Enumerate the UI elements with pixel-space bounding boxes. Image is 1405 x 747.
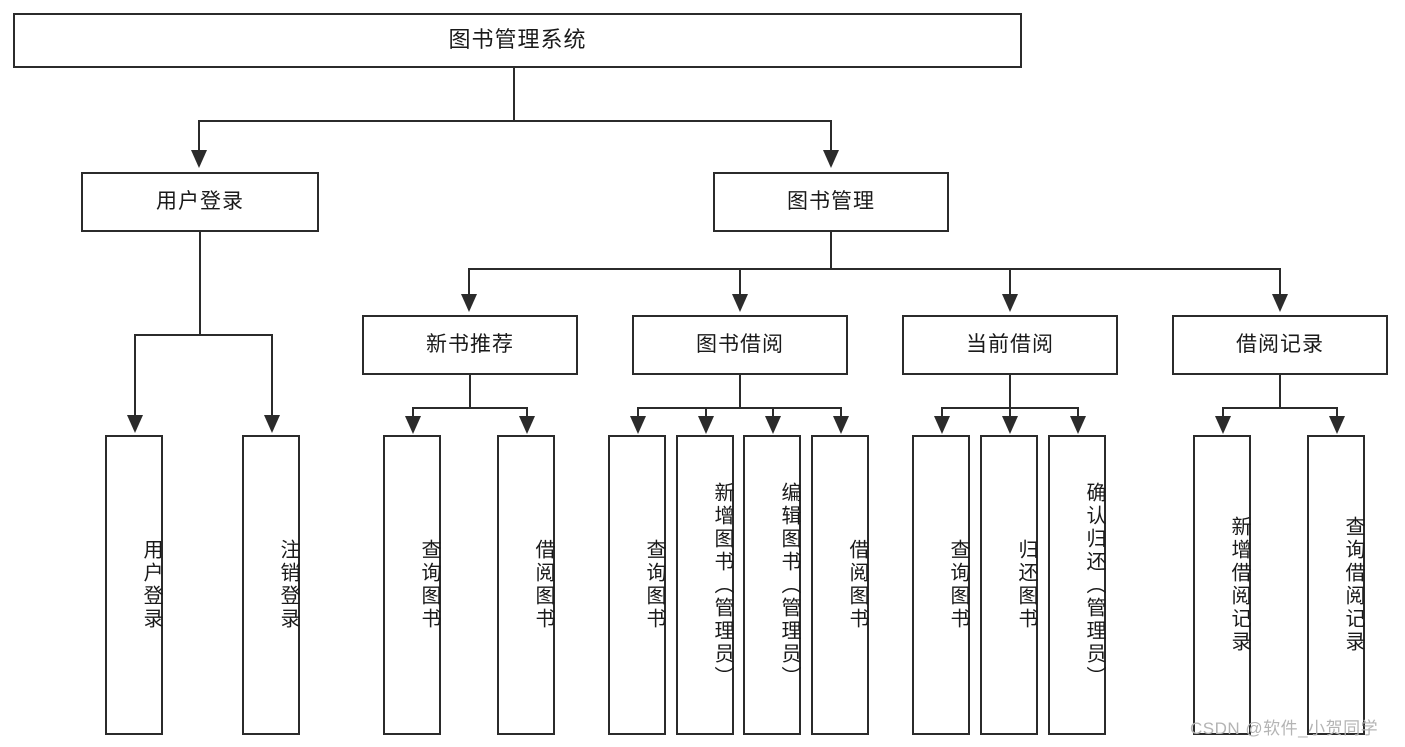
connector-login-stem xyxy=(199,232,201,335)
node-root-system[interactable]: 图书管理系统 xyxy=(13,13,1022,68)
arrow-bookmgmt-to-c3 xyxy=(1002,294,1018,312)
connector-root-to-bookmgmt xyxy=(830,120,832,150)
node-label: 注销登录 xyxy=(277,539,299,631)
connector-bookmgmt-bar xyxy=(468,268,1280,270)
connector-bookborrow-to-leaf-1 xyxy=(637,407,639,417)
node-label: 查询图书 xyxy=(947,539,969,631)
connector-root-bar xyxy=(198,120,832,122)
connector-bookmgmt-to-c2 xyxy=(739,268,741,294)
leaf-book-borrow-query[interactable]: 查询图书 xyxy=(608,435,666,735)
node-borrow-record[interactable]: 借阅记录 xyxy=(1172,315,1388,375)
arrow-login-to-leaf-1 xyxy=(127,415,143,433)
connector-bookborrow-to-leaf-3 xyxy=(772,407,774,417)
arrow-bookmgmt-to-c2 xyxy=(732,294,748,312)
connector-login-to-leaf-2 xyxy=(271,334,273,415)
node-label: 新增图书（管理员） xyxy=(711,481,733,689)
arrow-bookborrow-to-leaf-2 xyxy=(698,416,714,434)
node-book-borrow[interactable]: 图书借阅 xyxy=(632,315,848,375)
connector-currentborrow-to-leaf-2 xyxy=(1009,407,1011,417)
node-label: 查询图书 xyxy=(643,539,665,631)
node-label: 借阅图书 xyxy=(846,539,868,631)
connector-bookmgmt-to-c1 xyxy=(468,268,470,294)
leaf-user-login-login[interactable]: 用户登录 xyxy=(105,435,163,735)
leaf-current-borrow-confirm-return[interactable]: 确认归还（管理员） xyxy=(1048,435,1106,735)
node-label: 图书管理系统 xyxy=(448,27,587,53)
node-label: 查询图书 xyxy=(418,539,440,631)
connector-borrowrecord-bar xyxy=(1222,407,1337,409)
connector-bookmgmt-stem xyxy=(830,232,832,270)
arrow-bookmgmt-to-c4 xyxy=(1272,294,1288,312)
connector-bookborrow-to-leaf-4 xyxy=(840,407,842,417)
node-label: 编辑图书（管理员） xyxy=(778,481,800,689)
node-label: 图书借阅 xyxy=(696,333,784,357)
connector-currentborrow-to-leaf-3 xyxy=(1077,407,1079,417)
connector-bookborrow-stem xyxy=(739,375,741,409)
arrow-root-to-bookmgmt xyxy=(823,150,839,168)
leaf-borrow-record-query[interactable]: 查询借阅记录 xyxy=(1307,435,1365,735)
node-label: 归还图书 xyxy=(1015,539,1037,631)
arrow-currentborrow-to-leaf-1 xyxy=(934,416,950,434)
connector-bookmgmt-to-c4 xyxy=(1279,268,1281,294)
node-label: 借阅记录 xyxy=(1236,333,1324,357)
arrow-bookborrow-to-leaf-4 xyxy=(833,416,849,434)
node-label: 查询借阅记录 xyxy=(1342,516,1364,654)
leaf-book-borrow-add[interactable]: 新增图书（管理员） xyxy=(676,435,734,735)
connector-login-bar xyxy=(134,334,272,336)
arrow-bookmgmt-to-c1 xyxy=(461,294,477,312)
connector-root-stem xyxy=(513,68,515,121)
arrow-bookborrow-to-leaf-1 xyxy=(630,416,646,434)
leaf-new-book-query[interactable]: 查询图书 xyxy=(383,435,441,735)
leaf-borrow-record-add[interactable]: 新增借阅记录 xyxy=(1193,435,1251,735)
connector-bookborrow-bar xyxy=(637,407,842,409)
arrow-currentborrow-to-leaf-2 xyxy=(1002,416,1018,434)
connector-root-to-login xyxy=(198,120,200,150)
arrow-newbook-to-leaf-2 xyxy=(519,416,535,434)
leaf-new-book-borrow[interactable]: 借阅图书 xyxy=(497,435,555,735)
connector-bookmgmt-to-c3 xyxy=(1009,268,1011,294)
connector-currentborrow-to-leaf-1 xyxy=(941,407,943,417)
connector-newbook-to-leaf-2 xyxy=(526,407,528,417)
leaf-book-borrow-edit[interactable]: 编辑图书（管理员） xyxy=(743,435,801,735)
connector-newbook-to-leaf-1 xyxy=(412,407,414,417)
node-current-borrow[interactable]: 当前借阅 xyxy=(902,315,1118,375)
node-label: 确认归还（管理员） xyxy=(1083,481,1105,689)
connector-newbook-bar xyxy=(412,407,527,409)
arrow-borrowrecord-to-leaf-2 xyxy=(1329,416,1345,434)
node-label: 用户登录 xyxy=(156,190,244,214)
connector-bookborrow-to-leaf-2 xyxy=(705,407,707,417)
connector-borrowrecord-stem xyxy=(1279,375,1281,409)
leaf-current-borrow-return[interactable]: 归还图书 xyxy=(980,435,1038,735)
node-label: 借阅图书 xyxy=(532,539,554,631)
connector-borrowrecord-to-leaf-1 xyxy=(1222,407,1224,417)
node-label: 当前借阅 xyxy=(966,333,1054,357)
connector-newbook-stem xyxy=(469,375,471,409)
leaf-user-login-logout[interactable]: 注销登录 xyxy=(242,435,300,735)
arrow-borrowrecord-to-leaf-1 xyxy=(1215,416,1231,434)
arrow-newbook-to-leaf-1 xyxy=(405,416,421,434)
arrow-root-to-login xyxy=(191,150,207,168)
node-book-management[interactable]: 图书管理 xyxy=(713,172,949,232)
arrow-currentborrow-to-leaf-3 xyxy=(1070,416,1086,434)
leaf-book-borrow-borrow[interactable]: 借阅图书 xyxy=(811,435,869,735)
node-new-book-recommend[interactable]: 新书推荐 xyxy=(362,315,578,375)
connector-borrowrecord-to-leaf-2 xyxy=(1336,407,1338,417)
connector-currentborrow-stem xyxy=(1009,375,1011,409)
node-label: 新增借阅记录 xyxy=(1228,516,1250,654)
arrow-login-to-leaf-2 xyxy=(264,415,280,433)
leaf-current-borrow-query[interactable]: 查询图书 xyxy=(912,435,970,735)
connector-login-to-leaf-1 xyxy=(134,334,136,415)
node-user-login[interactable]: 用户登录 xyxy=(81,172,319,232)
node-label: 图书管理 xyxy=(787,190,875,214)
node-label: 用户登录 xyxy=(140,539,162,631)
arrow-bookborrow-to-leaf-3 xyxy=(765,416,781,434)
csdn-watermark: CSDN @软件_小贺同学 xyxy=(1190,719,1379,738)
node-label: 新书推荐 xyxy=(426,333,514,357)
